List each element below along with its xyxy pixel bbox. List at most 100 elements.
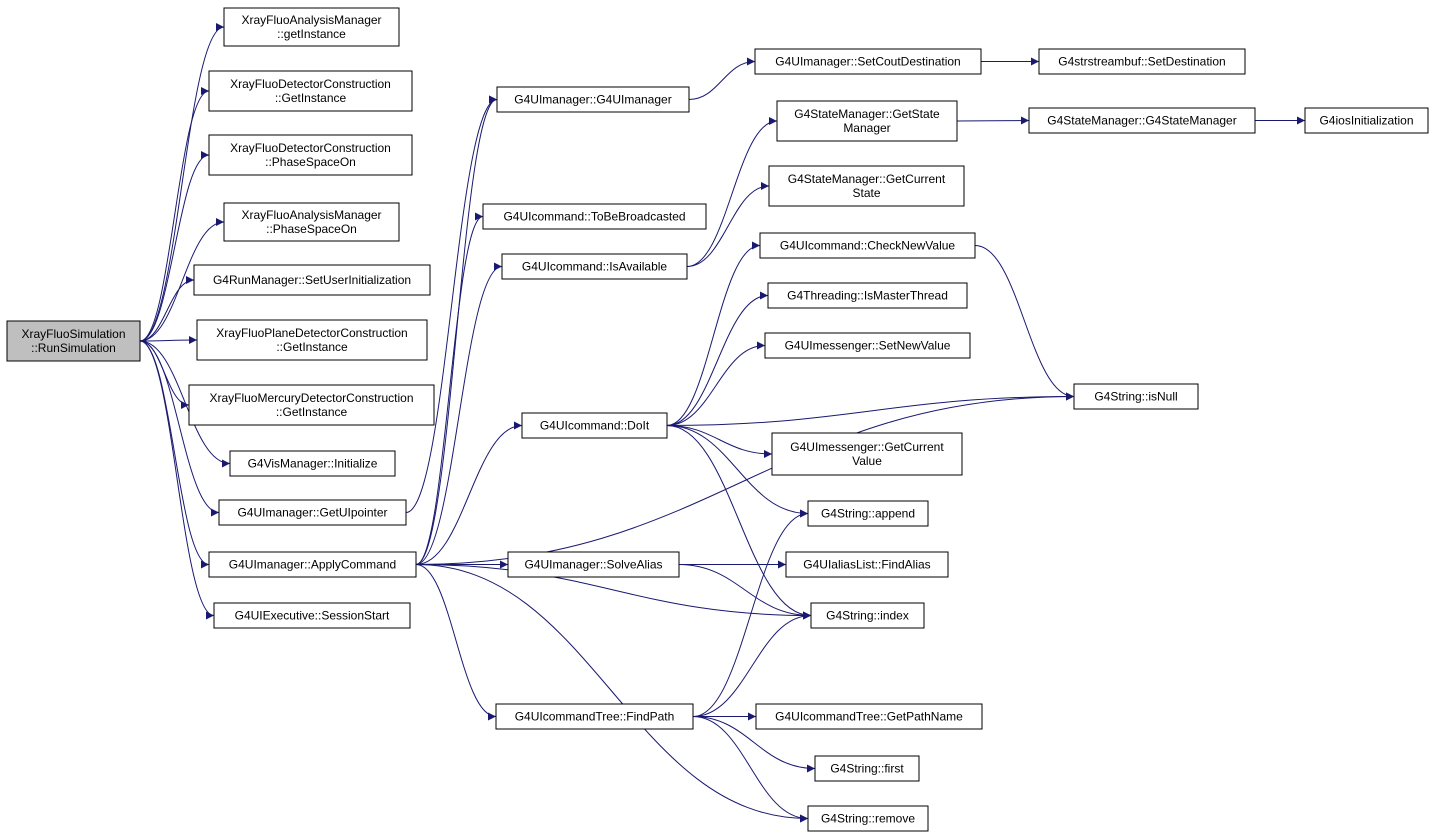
edge-arrow bbox=[139, 340, 215, 620]
node-xrayfluomercurydetectorconstruction-getinstance[interactable]: XrayFluoMercuryDetectorConstruction::Get… bbox=[188, 384, 435, 426]
node-label: G4UImanager::ApplyCommand bbox=[229, 558, 396, 572]
edge-arrow bbox=[139, 23, 225, 342]
edge-arrow bbox=[692, 716, 816, 773]
edge-n12-to-n18 bbox=[688, 57, 756, 100]
edge-arrow bbox=[139, 151, 210, 342]
edge-n0-to-n3 bbox=[139, 151, 210, 342]
node-g4uimanager-applycommand[interactable]: G4UImanager::ApplyCommand bbox=[208, 551, 417, 578]
node-g4uiexecutive-sessionstart[interactable]: G4UIExecutive::SessionStart bbox=[213, 602, 411, 629]
node-label: XrayFluoDetectorConstruction bbox=[230, 77, 391, 91]
edge-n14-to-n19 bbox=[686, 117, 778, 267]
node-box bbox=[208, 134, 413, 176]
edge-arrow bbox=[692, 509, 809, 717]
node-box bbox=[1304, 107, 1429, 134]
node-label: G4UImessenger::GetCurrent bbox=[790, 440, 944, 454]
edge-n9-to-n12 bbox=[405, 95, 498, 513]
edge-arrow bbox=[956, 116, 1030, 125]
node-g4runmanager-setuserinitialization[interactable]: G4RunManager::SetUserInitialization bbox=[193, 264, 431, 296]
edge-n0-to-n4 bbox=[139, 218, 225, 342]
node-g4iosinitialization[interactable]: G4iosInitialization bbox=[1304, 107, 1429, 134]
edge-n10-to-n15 bbox=[415, 421, 523, 565]
node-g4uimanager-setcoutdestination[interactable]: G4UImanager::SetCoutDestination bbox=[754, 48, 982, 75]
edge-n15-to-n22 bbox=[666, 291, 769, 426]
edge-arrow bbox=[692, 716, 809, 823]
node-label: G4String::first bbox=[830, 762, 904, 776]
node-label: G4iosInitialization bbox=[1319, 114, 1413, 128]
node-label: G4UImanager::GetUIpointer bbox=[237, 506, 387, 520]
edge-arrow bbox=[692, 611, 812, 717]
edge-n0-to-n6 bbox=[139, 336, 198, 345]
node-label: G4UIaliasList::FindAlias bbox=[803, 558, 930, 572]
edge-arrow bbox=[686, 117, 778, 267]
edge-arrow bbox=[666, 425, 812, 620]
node-g4statemanager-g4statemanager[interactable]: G4StateManager::G4StateManager bbox=[1028, 107, 1256, 134]
node-g4uicommand-checknewvalue[interactable]: G4UIcommand::CheckNewValue bbox=[759, 232, 976, 259]
node-box bbox=[814, 755, 920, 782]
node-g4string-isnull[interactable]: G4String::isNull bbox=[1073, 383, 1199, 410]
edge-n0-to-n11 bbox=[139, 340, 215, 620]
node-label: G4UImanager::SetCoutDestination bbox=[775, 55, 960, 69]
node-g4uicommandtree-getpathname[interactable]: G4UIcommandTree::GetPathName bbox=[755, 703, 983, 730]
node-xrayfluodetectorconstruction-phasespaceon[interactable]: XrayFluoDetectorConstruction::PhaseSpace… bbox=[208, 134, 413, 176]
node-xrayfluodetectorconstruction-getinstance[interactable]: XrayFluoDetectorConstruction::GetInstanc… bbox=[208, 70, 413, 112]
node-box bbox=[754, 48, 982, 75]
node-g4string-append[interactable]: G4String::append bbox=[807, 500, 929, 527]
edge-n21-to-n34 bbox=[974, 245, 1075, 401]
node-label: State bbox=[852, 186, 880, 200]
node-label: ::PhaseSpaceOn bbox=[265, 155, 356, 169]
node-g4vismanager-initialize[interactable]: G4VisManager::Initialize bbox=[229, 450, 396, 477]
edge-arrow bbox=[666, 241, 761, 426]
node-box bbox=[6, 320, 141, 362]
node-label: Value bbox=[852, 454, 882, 468]
node-xrayfluosimulation-runsimulation[interactable]: XrayFluoSimulation::RunSimulation bbox=[6, 320, 141, 362]
node-xrayfluoplanedetectorconstruction-getinstance[interactable]: XrayFluoPlaneDetectorConstruction::GetIn… bbox=[196, 319, 428, 361]
edge-arrow bbox=[415, 262, 503, 565]
node-g4string-index[interactable]: G4String::index bbox=[810, 602, 925, 629]
node-xrayfluoanalysismanager-getinstance[interactable]: XrayFluoAnalysisManager::getInstance bbox=[223, 7, 400, 47]
edge-n17-to-n29 bbox=[692, 716, 816, 773]
edge-n0-to-n10 bbox=[139, 340, 210, 569]
node-box bbox=[213, 602, 411, 629]
node-g4uicommandtree-findpath[interactable]: G4UIcommandTree::FindPath bbox=[495, 703, 694, 730]
node-g4uimanager-getuipointer[interactable]: G4UImanager::GetUIpointer bbox=[218, 499, 407, 526]
node-g4uialiaslist-findalias[interactable]: G4UIaliasList::FindAlias bbox=[785, 551, 949, 578]
node-box bbox=[229, 450, 396, 477]
edge-n15-to-n27 bbox=[666, 425, 812, 620]
node-xrayfluoanalysismanager-phasespaceon[interactable]: XrayFluoAnalysisManager::PhaseSpaceOn bbox=[223, 202, 400, 242]
node-label: G4UIcommandTree::GetPathName bbox=[775, 710, 963, 724]
node-label: XrayFluoAnalysisManager bbox=[241, 13, 381, 27]
node-label: ::PhaseSpaceOn bbox=[266, 222, 357, 236]
node-label: G4StateManager::GetCurrent bbox=[788, 172, 946, 186]
node-label: G4UIcommand::DoIt bbox=[540, 419, 650, 433]
edge-n15-to-n25 bbox=[666, 425, 809, 518]
edge-arrow bbox=[139, 87, 210, 342]
node-g4uicommand-doit[interactable]: G4UIcommand::DoIt bbox=[521, 412, 668, 439]
node-g4uimanager-g4uimanager[interactable]: G4UImanager::G4UImanager bbox=[496, 86, 690, 113]
node-box bbox=[768, 165, 965, 207]
node-label: G4String::isNull bbox=[1094, 390, 1177, 404]
node-box bbox=[208, 70, 413, 112]
node-box bbox=[764, 332, 971, 359]
node-g4threading-ismasterthread[interactable]: G4Threading::IsMasterThread bbox=[767, 282, 968, 309]
node-g4string-first[interactable]: G4String::first bbox=[814, 755, 920, 782]
edge-arrow bbox=[415, 564, 497, 721]
node-box bbox=[767, 282, 968, 309]
node-label: G4StateManager::GetState bbox=[794, 107, 940, 121]
node-g4uicommand-tobebroadcasted[interactable]: G4UIcommand::ToBeBroadcasted bbox=[482, 203, 707, 230]
edge-arrow bbox=[415, 564, 812, 620]
node-g4uimessenger-setnewvalue[interactable]: G4UImessenger::SetNewValue bbox=[764, 332, 971, 359]
node-g4uicommand-isavailable[interactable]: G4UIcommand::IsAvailable bbox=[501, 253, 688, 280]
node-label: G4strstreambuf::SetDestination bbox=[1058, 55, 1225, 69]
node-box bbox=[1038, 48, 1246, 75]
edge-arrow bbox=[666, 392, 1075, 426]
node-label: G4Threading::IsMasterThread bbox=[787, 289, 948, 303]
node-label: G4UImanager::SolveAlias bbox=[524, 558, 662, 572]
node-g4string-remove[interactable]: G4String::remove bbox=[807, 805, 929, 832]
node-label: ::RunSimulation bbox=[31, 341, 116, 355]
node-label: G4StateManager::G4StateManager bbox=[1047, 114, 1236, 128]
node-g4uimanager-solvealias[interactable]: G4UImanager::SolveAlias bbox=[507, 551, 680, 578]
node-g4strstreambuf-setdestination[interactable]: G4strstreambuf::SetDestination bbox=[1038, 48, 1246, 75]
